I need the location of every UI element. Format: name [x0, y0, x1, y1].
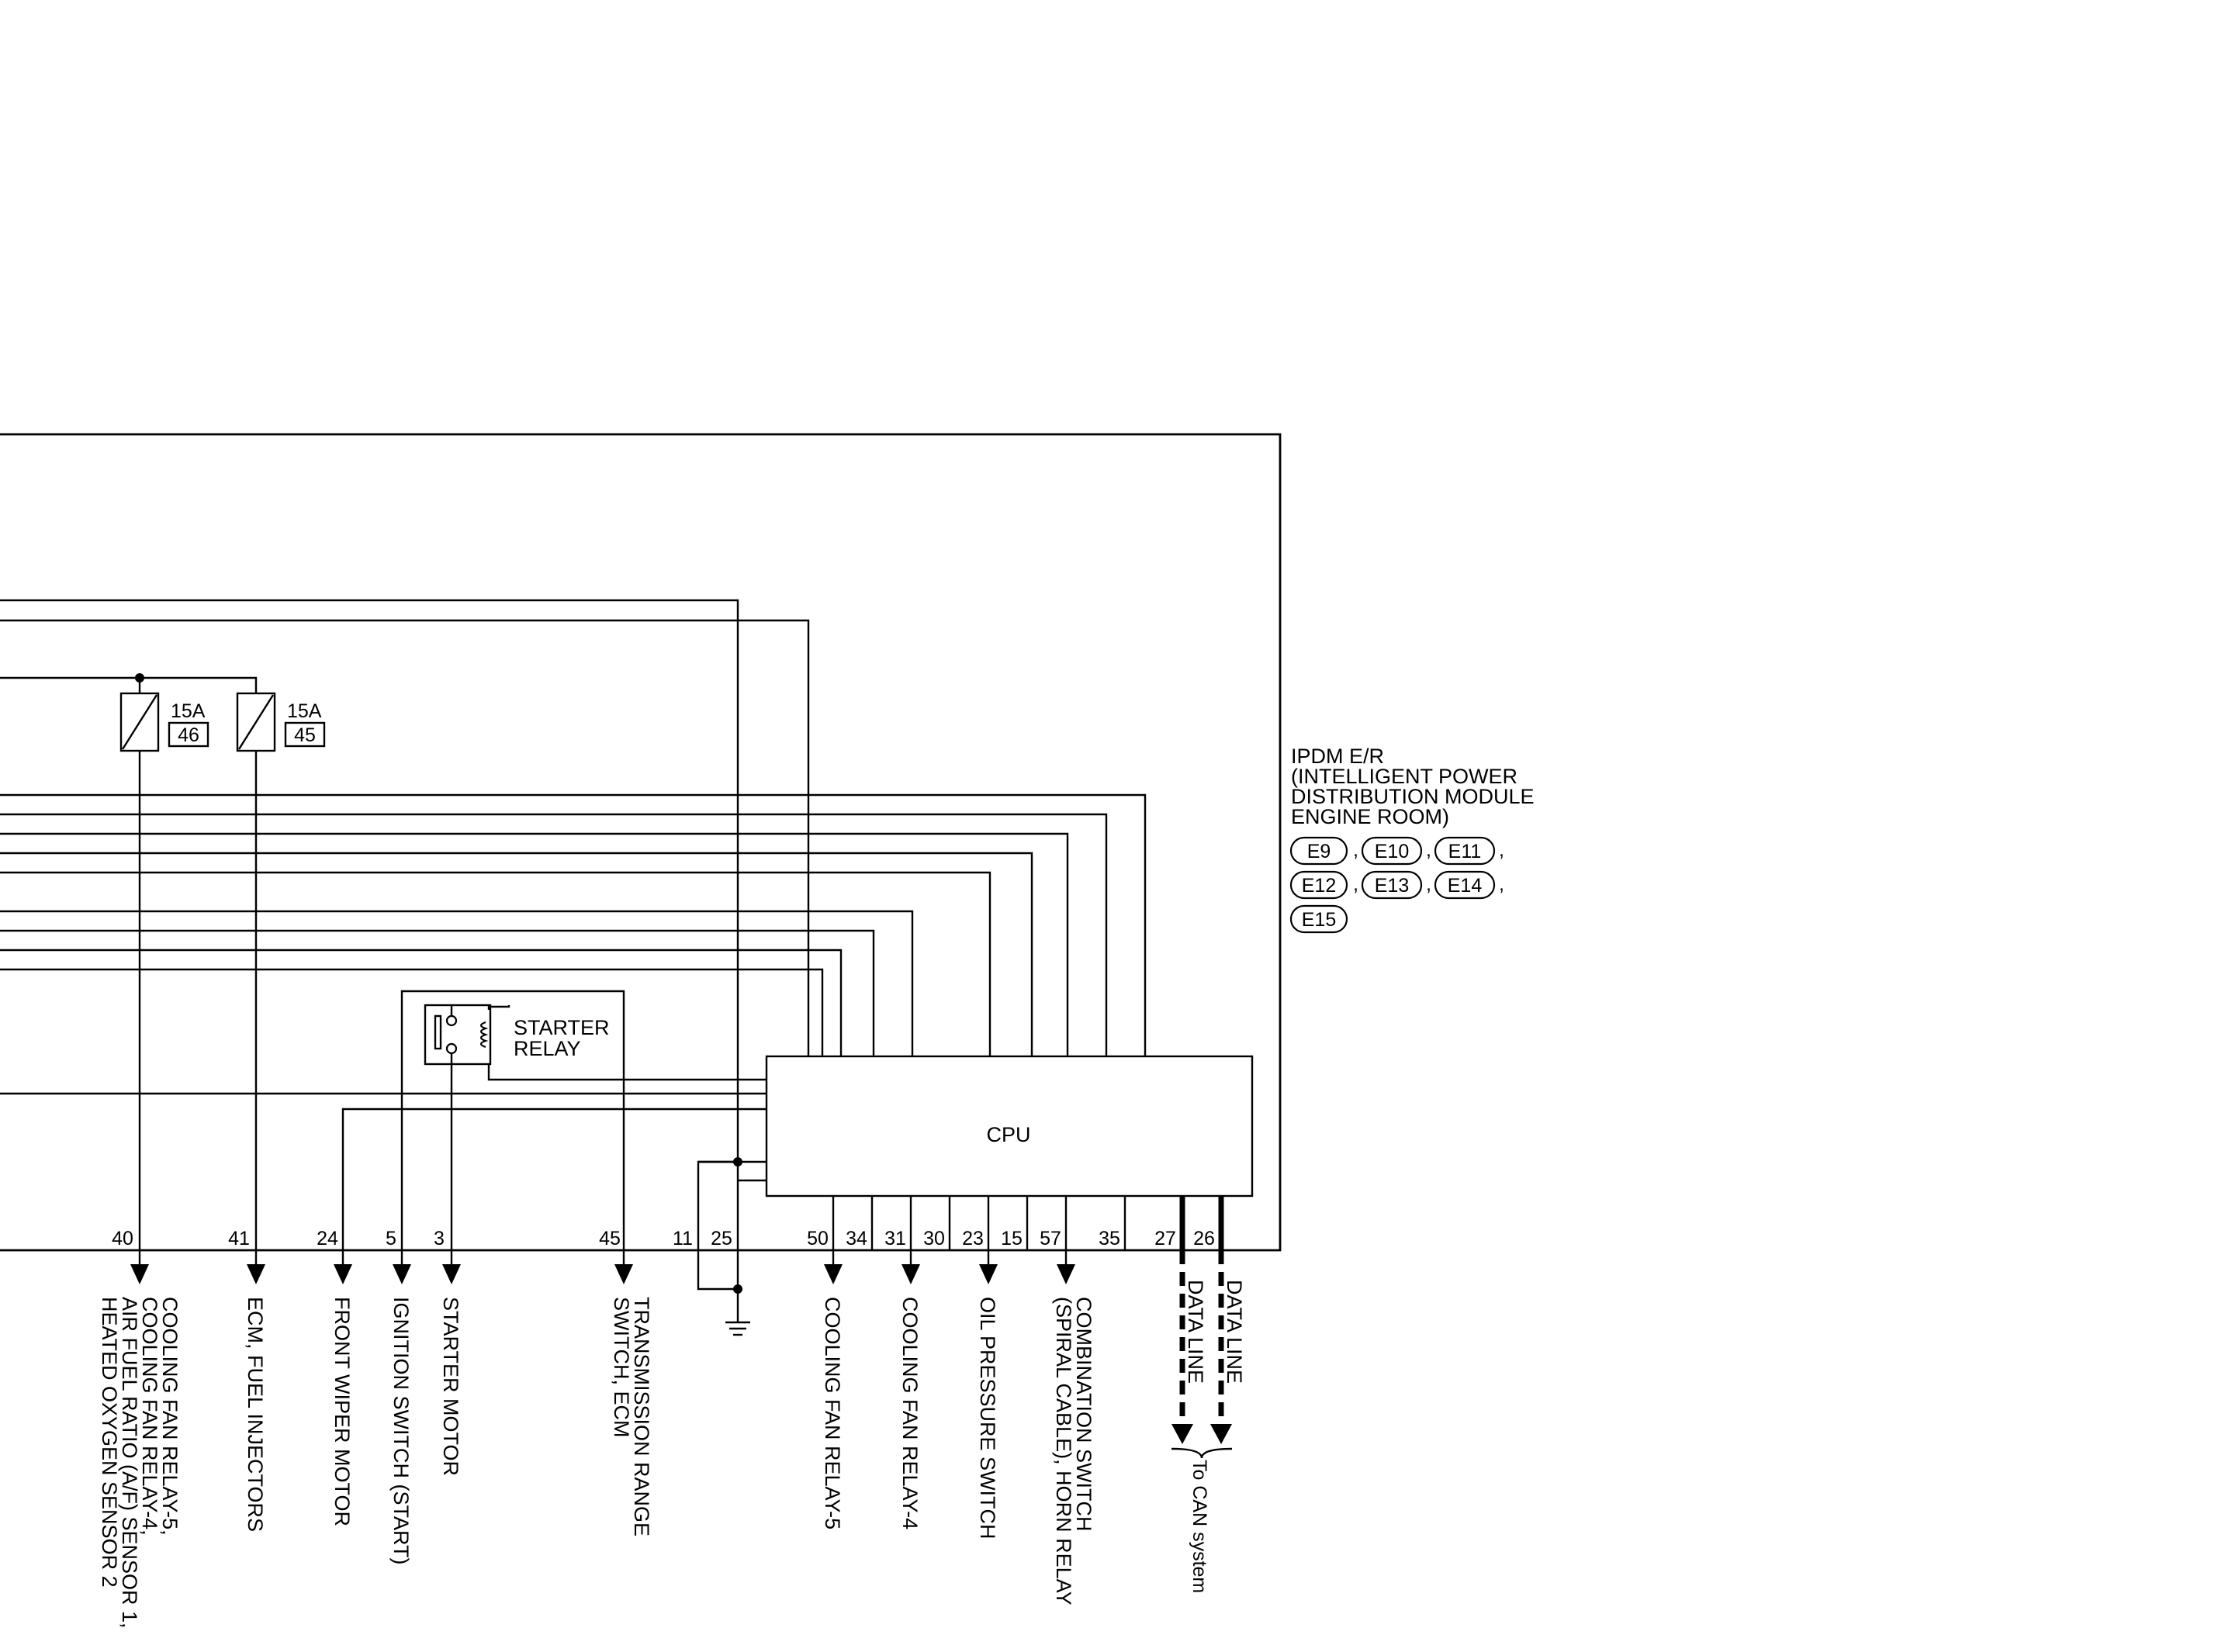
- pin-34: 34: [846, 1228, 867, 1249]
- label-pin45-line2: SWITCH, ECM: [610, 1297, 633, 1438]
- arrow-23: [979, 1264, 998, 1284]
- cpu-label: CPU: [986, 1123, 1030, 1146]
- connector-e15: E15: [1302, 909, 1336, 931]
- module-name: IPDM E/R (INTELLIGENT POWER DISTRIBUTION…: [1291, 745, 1535, 828]
- connector-list: E9 , E10 , E11 , E12 , E13 , E14 , E15: [1289, 836, 1504, 934]
- arrow-50: [824, 1264, 843, 1284]
- label-pin26: DATA LINE: [1223, 1280, 1246, 1384]
- ipdm-frame: [0, 433, 1282, 1252]
- pin-50: 50: [807, 1228, 829, 1249]
- wiper-wire: [341, 1108, 767, 1278]
- relay-label-line-1: STARTER: [514, 1016, 610, 1039]
- arrow-31: [901, 1264, 920, 1284]
- pin-5: 5: [386, 1228, 396, 1249]
- fuse-46: 15A 46: [119, 692, 209, 752]
- svg-text:,: ,: [1499, 839, 1504, 861]
- module-name-line2: (INTELLIGENT POWER: [1291, 765, 1517, 788]
- output-labels: COOLING FAN RELAY-5, COOLING FAN RELAY-4…: [98, 1280, 1246, 1629]
- arrow-40: [130, 1264, 149, 1284]
- svg-text:,: ,: [1353, 873, 1358, 895]
- fuse-46-rating: 15A: [171, 700, 206, 722]
- label-pin40-line2: COOLING FAN RELAY-4,: [138, 1297, 161, 1536]
- pin-24: 24: [317, 1228, 338, 1249]
- svg-text:,: ,: [1499, 873, 1504, 895]
- pin-26: 26: [1193, 1228, 1215, 1249]
- connector-e10: E10: [1375, 841, 1409, 862]
- label-pin31: COOLING FAN RELAY-4: [898, 1297, 922, 1529]
- connector-e14: E14: [1448, 875, 1483, 897]
- pin-40: 40: [112, 1228, 133, 1249]
- arrow-57: [1057, 1264, 1075, 1284]
- label-pin3: STARTER MOTOR: [439, 1297, 462, 1476]
- fuse-45-number: 45: [294, 724, 316, 746]
- pin-41: 41: [228, 1228, 250, 1249]
- arrow-3: [442, 1264, 461, 1284]
- pin-3: 3: [434, 1228, 445, 1249]
- output-arrows: [130, 1264, 1075, 1284]
- ground-network: [697, 1157, 767, 1336]
- svg-text:,: ,: [1426, 873, 1431, 895]
- module-name-line3: DISTRIBUTION MODULE: [1291, 785, 1535, 808]
- connector-e12: E12: [1302, 875, 1336, 897]
- fuse-46-number: 46: [178, 724, 199, 746]
- can-note: To CAN system: [1189, 1460, 1210, 1593]
- label-pin57-line2: (SPIRAL CABLE), HORN RELAY: [1052, 1297, 1075, 1605]
- arrow-5: [393, 1264, 411, 1284]
- label-pin5: IGNITION SWITCH (START): [389, 1297, 413, 1564]
- can-data-lines: [1171, 1250, 1233, 1459]
- pin-15: 15: [1001, 1228, 1023, 1249]
- label-pin57-line1: COMBINATION SWITCH: [1072, 1297, 1095, 1531]
- arrow-41: [247, 1264, 265, 1284]
- label-pin27: DATA LINE: [1184, 1280, 1207, 1384]
- fuse-45-rating: 15A: [287, 700, 322, 722]
- fuse-45: 15A 45: [236, 692, 326, 752]
- label-pin40-line1: COOLING FAN RELAY-5,: [158, 1297, 182, 1536]
- can-brace: [1171, 1447, 1233, 1459]
- pin-numbers: 40 41 24 5 3 45 11 25 50 34 31 30 23 15 …: [112, 1228, 1215, 1249]
- cpu-input-bus: [0, 793, 1147, 1095]
- svg-text:,: ,: [1426, 839, 1431, 861]
- pin-23: 23: [962, 1228, 984, 1249]
- arrow-27: [1171, 1424, 1193, 1444]
- connector-e13: E13: [1375, 875, 1409, 897]
- connector-e9: E9: [1307, 841, 1331, 862]
- pin-35: 35: [1099, 1228, 1120, 1249]
- module-name-line1: IPDM E/R: [1291, 745, 1384, 768]
- label-pin23: OIL PRESSURE SWITCH: [976, 1297, 999, 1540]
- pin-30: 30: [923, 1228, 945, 1249]
- arrow-45: [614, 1264, 633, 1284]
- label-pin40-line3: AIR FUEL RATIO (A/F) SENSOR 1,: [118, 1297, 141, 1629]
- starter-relay: STARTER RELAY: [400, 990, 767, 1278]
- cpu-box: [765, 1055, 1254, 1198]
- arrow-24: [334, 1264, 352, 1284]
- relay-label-line-2: RELAY: [514, 1037, 581, 1060]
- label-pin45-line1: TRANSMISSION RANGE: [630, 1297, 653, 1536]
- fuse-feed-wires: [0, 673, 258, 1278]
- pin-57: 57: [1040, 1228, 1061, 1249]
- svg-text:,: ,: [1353, 839, 1358, 861]
- label-pin50: COOLING FAN RELAY-5: [821, 1297, 844, 1529]
- pin-11: 11: [673, 1228, 693, 1249]
- label-pin41: ECM, FUEL INJECTORS: [244, 1297, 267, 1532]
- label-pin40-line4: HEATED OXYGEN SENSOR 2: [98, 1297, 121, 1588]
- arrow-26: [1210, 1424, 1232, 1444]
- pin-45: 45: [599, 1228, 621, 1249]
- pin-27: 27: [1154, 1228, 1176, 1249]
- label-pin24: FRONT WIPER MOTOR: [330, 1297, 354, 1526]
- connector-e11: E11: [1448, 841, 1482, 862]
- pin-25: 25: [711, 1228, 732, 1249]
- module-name-line4: ENGINE ROOM): [1291, 805, 1449, 828]
- pin-31: 31: [884, 1228, 906, 1249]
